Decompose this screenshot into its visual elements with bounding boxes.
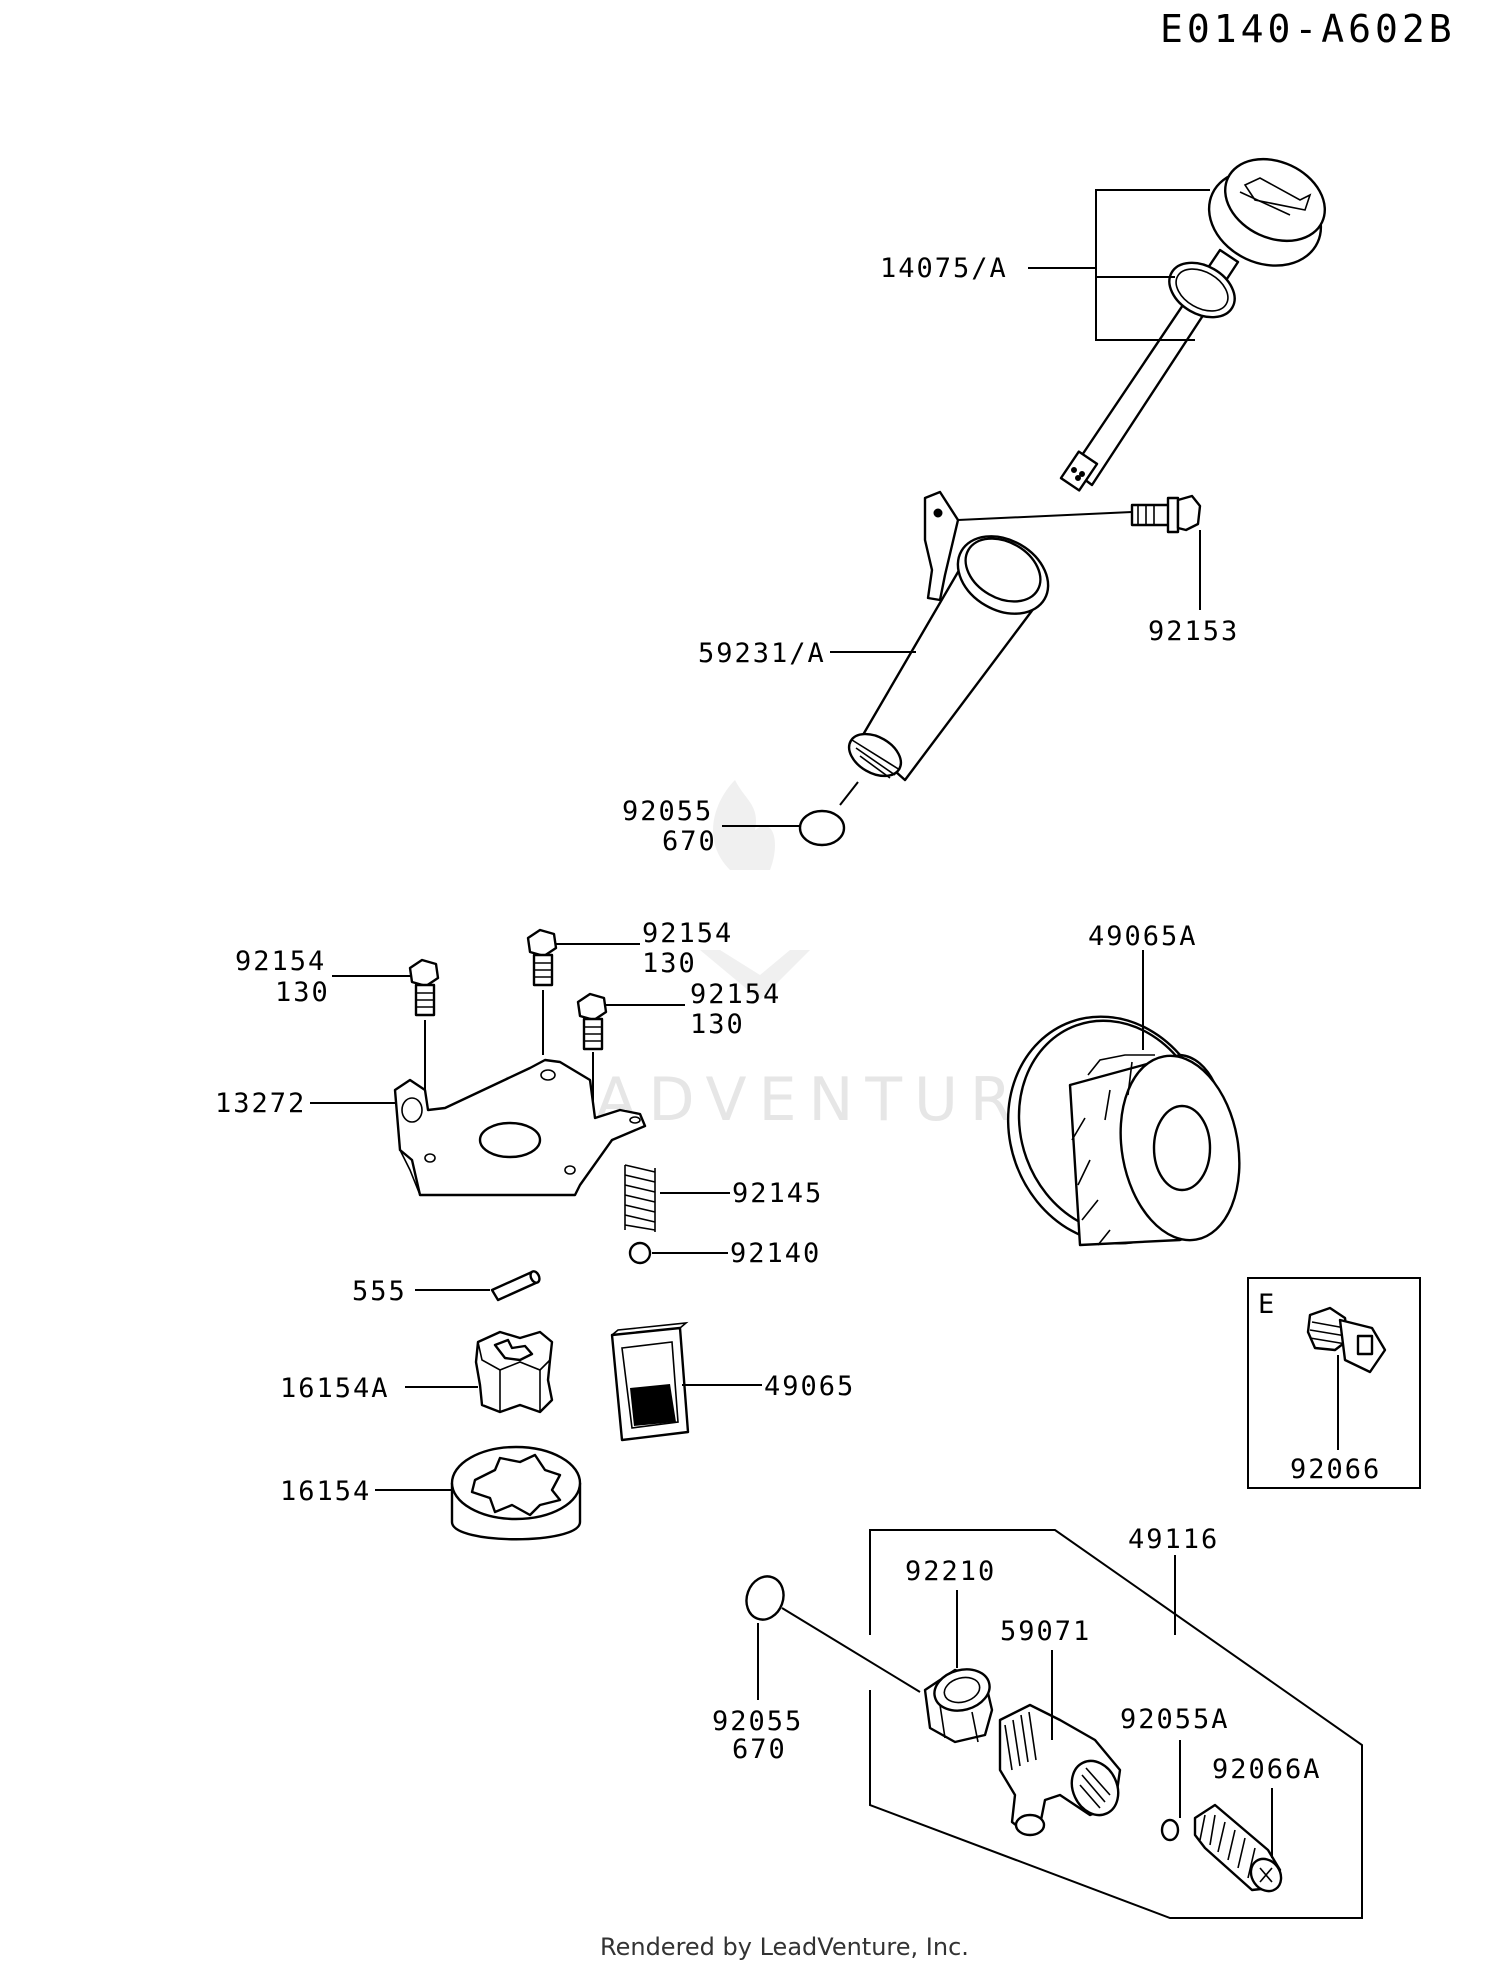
outer-rotor-part[interactable] bbox=[450, 1445, 582, 1541]
inset-box bbox=[1247, 1277, 1421, 1489]
bolt-mid-part[interactable] bbox=[526, 928, 558, 987]
cover-plate-part[interactable] bbox=[393, 1058, 647, 1197]
nut-part[interactable] bbox=[923, 1663, 994, 1744]
label-outer-rotor[interactable]: 16154 bbox=[280, 1476, 371, 1507]
label-bolt-right-b[interactable]: 130 bbox=[690, 1009, 745, 1040]
diagram-code: E0140-A602B bbox=[1160, 7, 1456, 51]
oring-small-part[interactable] bbox=[1160, 1818, 1180, 1842]
label-bolt-mid-b[interactable]: 130 bbox=[642, 948, 697, 979]
label-nut[interactable]: 92210 bbox=[905, 1556, 996, 1587]
oring-top-part[interactable] bbox=[798, 809, 846, 847]
label-bolt-left-b[interactable]: 130 bbox=[275, 977, 330, 1008]
label-drain-plug[interactable]: 92066 bbox=[1290, 1454, 1381, 1485]
label-dipstick[interactable]: 14075/A bbox=[880, 253, 1008, 284]
label-drain-kit[interactable]: 49116 bbox=[1128, 1524, 1219, 1555]
label-drain-valve[interactable]: 59071 bbox=[1000, 1616, 1091, 1647]
label-oring-top-a[interactable]: 92055 bbox=[622, 796, 713, 827]
screen-part[interactable] bbox=[610, 1321, 690, 1442]
label-bolt-mid-a[interactable]: 92154 bbox=[642, 918, 733, 949]
leader-oring-bottom bbox=[757, 1607, 921, 1700]
label-screen[interactable]: 49065 bbox=[764, 1371, 855, 1402]
oil-filler-tube-part[interactable] bbox=[842, 490, 1062, 785]
label-oil-filler-tube[interactable]: 59231/A bbox=[698, 638, 826, 669]
ball-part[interactable] bbox=[628, 1241, 652, 1265]
drain-plug-part[interactable] bbox=[1306, 1306, 1387, 1374]
label-pin[interactable]: 555 bbox=[352, 1276, 407, 1307]
pin-part[interactable] bbox=[490, 1270, 541, 1302]
oring-bottom-part[interactable] bbox=[741, 1571, 790, 1625]
label-cover-plate[interactable]: 13272 bbox=[215, 1088, 306, 1119]
bolt-left-part[interactable] bbox=[408, 958, 440, 1017]
footer-credit: Rendered by LeadVenture, Inc. bbox=[600, 1933, 969, 1961]
leader-oring-top bbox=[722, 781, 859, 827]
label-plug-a[interactable]: 92066A bbox=[1212, 1754, 1322, 1785]
label-oring-bottom-b[interactable]: 670 bbox=[732, 1734, 787, 1765]
label-inner-rotor[interactable]: 16154A bbox=[280, 1373, 390, 1404]
label-ball[interactable]: 92140 bbox=[730, 1238, 821, 1269]
label-oring-bottom-a[interactable]: 92055 bbox=[712, 1706, 803, 1737]
label-spring[interactable]: 92145 bbox=[732, 1178, 823, 1209]
plug-part[interactable] bbox=[1193, 1803, 1287, 1897]
label-bolt-left-a[interactable]: 92154 bbox=[235, 946, 326, 977]
spring-part[interactable] bbox=[624, 1164, 656, 1232]
oil-filter-part[interactable] bbox=[977, 988, 1254, 1273]
label-bolt-right-a[interactable]: 92154 bbox=[690, 979, 781, 1010]
bolt-92153-part[interactable] bbox=[1130, 494, 1202, 534]
bolt-right-part[interactable] bbox=[576, 992, 608, 1051]
dipstick-part[interactable] bbox=[1059, 144, 1338, 492]
inset-letter: E bbox=[1258, 1289, 1276, 1320]
inner-rotor-part[interactable] bbox=[474, 1330, 554, 1414]
leader-bolt-92153 bbox=[957, 511, 1201, 610]
leader-dipstick bbox=[1028, 189, 1210, 341]
label-bolt-92153[interactable]: 92153 bbox=[1148, 616, 1239, 647]
label-oring-small[interactable]: 92055A bbox=[1120, 1704, 1230, 1735]
label-oil-filter[interactable]: 49065A bbox=[1088, 921, 1198, 952]
label-oring-top-b[interactable]: 670 bbox=[662, 826, 717, 857]
watermark-logo bbox=[700, 780, 810, 1000]
kit-bracket-49116 bbox=[869, 1529, 1363, 1919]
drain-valve-part[interactable] bbox=[998, 1703, 1127, 1837]
